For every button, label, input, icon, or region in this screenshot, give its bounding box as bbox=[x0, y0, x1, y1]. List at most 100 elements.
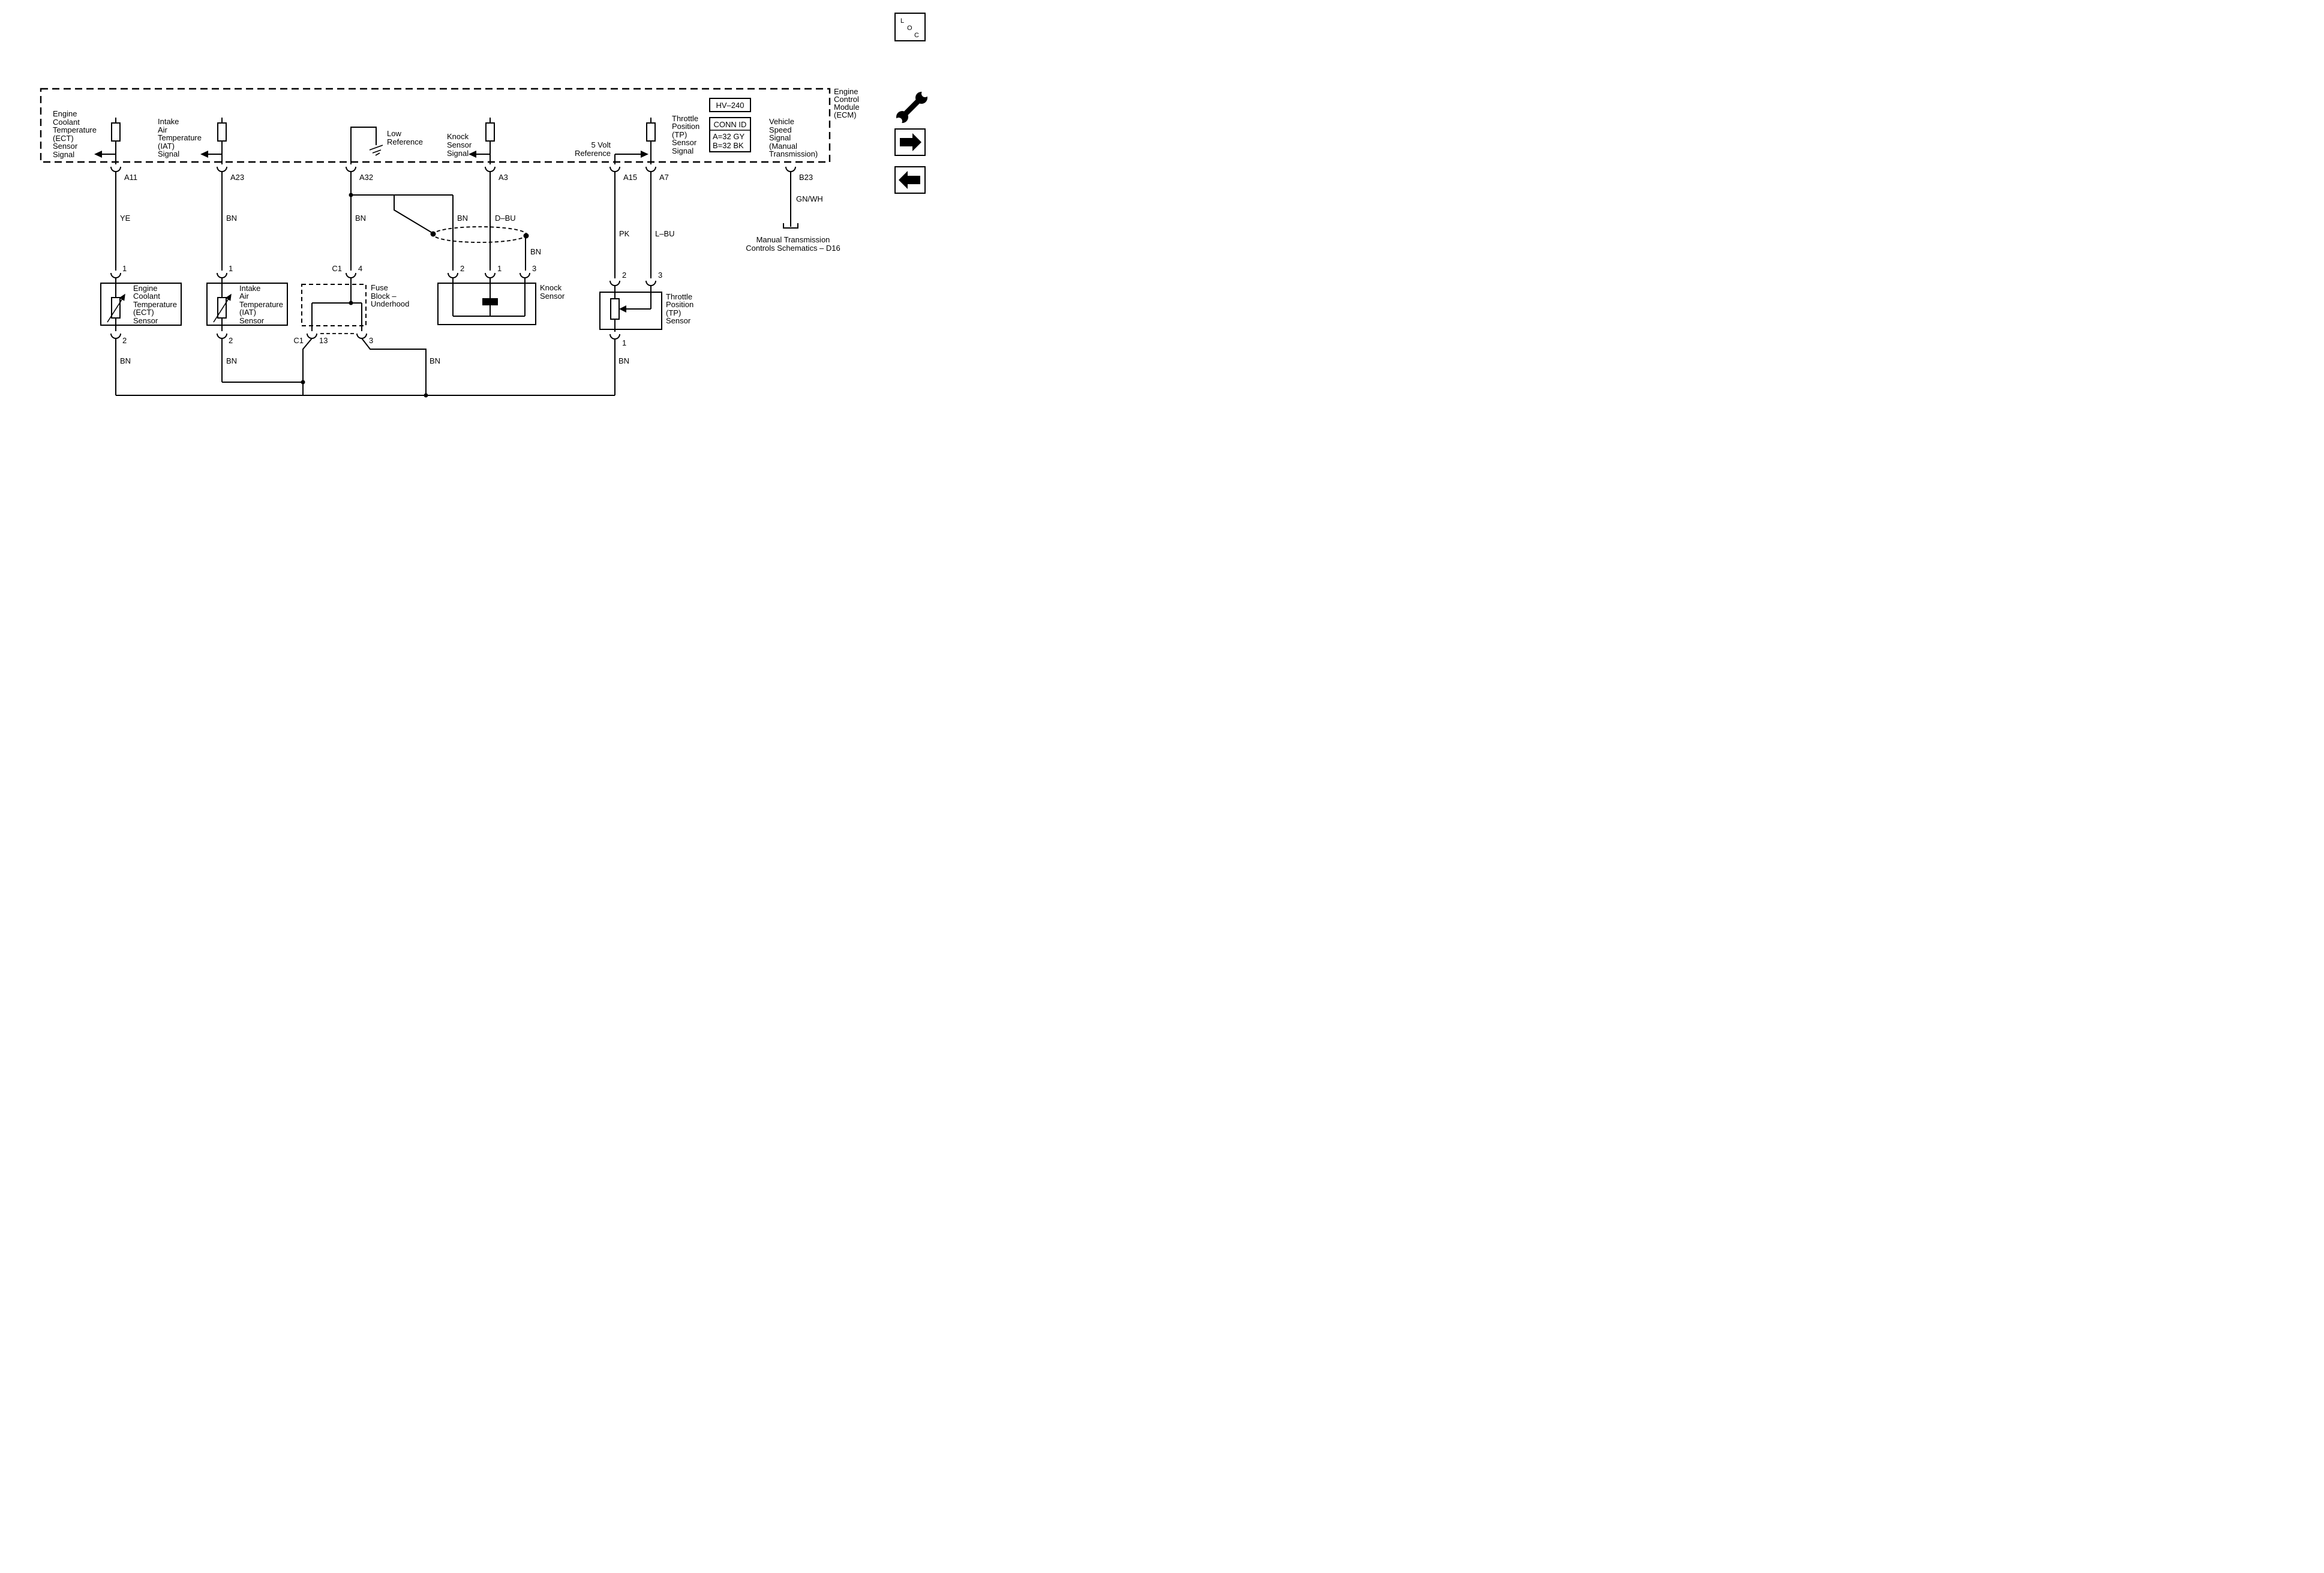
pin-label: 1 bbox=[229, 264, 233, 273]
wire-color-label: BN bbox=[430, 356, 440, 365]
signal-arrow-icon bbox=[200, 151, 208, 158]
label-line: Signal bbox=[769, 133, 791, 142]
wire-color-label: D–BU bbox=[495, 214, 516, 223]
ecm-name-line: Control bbox=[834, 95, 859, 104]
offpage-label-line: Manual Transmission bbox=[756, 235, 830, 244]
wire-color-label: BN bbox=[457, 214, 468, 223]
label-line: Signal bbox=[447, 149, 469, 158]
connector-icon bbox=[356, 333, 367, 339]
ecm-name-line: Engine bbox=[834, 87, 858, 96]
label-line: (TP) bbox=[672, 130, 687, 139]
tp-signal-label: Throttle Position (TP) Sensor Signal bbox=[672, 114, 699, 155]
pin-label-a3: A3 bbox=[499, 173, 508, 182]
previous-page-button[interactable] bbox=[894, 166, 926, 194]
splice-dot bbox=[301, 380, 305, 385]
label-line: Reference bbox=[575, 149, 611, 158]
label-line: Signal bbox=[158, 149, 179, 158]
knock-sensor-box bbox=[437, 283, 536, 325]
label-line: Engine bbox=[53, 109, 77, 118]
label-line: Sensor bbox=[239, 316, 265, 325]
splice-dot bbox=[523, 233, 529, 239]
ecm-connectors: A11 A23 A32 A3 A15 A7 B23 bbox=[110, 166, 813, 182]
low-reference-label: Low Reference bbox=[387, 129, 423, 146]
pin-label: 1 bbox=[497, 264, 502, 273]
fuse-block-underhood: C1 4 Fuse Block – Underhood C1 13 3 BN bbox=[293, 264, 440, 365]
label-line: Intake bbox=[158, 117, 179, 126]
pin-label: 3 bbox=[658, 271, 662, 280]
wiring-diagram: Engine Control Module (ECM) HV–240 CONN … bbox=[40, 13, 929, 398]
label-line: Sensor bbox=[447, 140, 472, 149]
label-line: (ECT) bbox=[133, 308, 154, 317]
label-line: Position bbox=[666, 300, 693, 309]
label-line: Air bbox=[158, 125, 168, 134]
fuse-pin13-wire bbox=[302, 338, 313, 395]
pin-label: 2 bbox=[622, 271, 626, 280]
resistor-symbol bbox=[217, 122, 227, 142]
left-arrow-icon bbox=[899, 171, 920, 189]
low-reference-bus bbox=[115, 338, 615, 398]
label-line: Coolant bbox=[133, 292, 160, 301]
label-line: Block – bbox=[371, 292, 397, 301]
splice-dot bbox=[430, 231, 436, 237]
label-line: Sensor bbox=[540, 292, 565, 301]
iat-signal-label: Intake Air Temperature (IAT) Signal bbox=[158, 117, 202, 158]
pin-label: 13 bbox=[319, 336, 328, 345]
wire-color-label: PK bbox=[619, 229, 630, 238]
wrench-icon[interactable] bbox=[895, 90, 929, 125]
thermistor-symbol bbox=[217, 297, 227, 319]
wiper-arrow-icon bbox=[619, 305, 626, 313]
wire-color-label: BN bbox=[226, 214, 237, 223]
pin-label-b23: B23 bbox=[799, 173, 813, 182]
connector-icon bbox=[609, 334, 620, 340]
knock-low-ref-branch-wire bbox=[351, 194, 454, 271]
wire-color-label: YE bbox=[120, 214, 131, 223]
iat-sensor-box bbox=[206, 283, 288, 326]
toolbar: L O C bbox=[894, 13, 929, 194]
tp-sensor: 2 3 Throttle Position (TP) Sensor 1 BN bbox=[599, 271, 693, 365]
label-line: Sensor bbox=[666, 316, 691, 325]
connector-icon bbox=[110, 166, 121, 172]
label-line: Fuse bbox=[371, 283, 388, 292]
knock-element-symbol bbox=[482, 298, 498, 305]
label-line: Air bbox=[239, 292, 250, 301]
shield-drain-wire bbox=[394, 195, 434, 234]
ground-icon bbox=[369, 145, 383, 156]
pin-label: 2 bbox=[122, 336, 127, 345]
wire-color-label: BN bbox=[355, 214, 366, 223]
knock-signal-label: Knock Sensor Signal bbox=[447, 132, 472, 158]
resistor-symbol bbox=[111, 122, 121, 142]
five-volt-label: 5 Volt Reference bbox=[575, 140, 611, 158]
conn-id-header: CONN ID bbox=[714, 120, 747, 129]
label-line: Coolant bbox=[53, 118, 80, 127]
connector-icon bbox=[485, 166, 496, 172]
pin-label: 4 bbox=[358, 264, 362, 273]
connector-icon bbox=[110, 272, 121, 278]
connector-icon bbox=[307, 333, 317, 339]
label-line: Intake bbox=[239, 284, 260, 293]
label-line: 5 Volt bbox=[591, 140, 611, 149]
label-line: Knock bbox=[447, 132, 469, 141]
label-line: (TP) bbox=[666, 308, 681, 317]
loc-button[interactable]: L O C bbox=[894, 13, 926, 41]
connector-icon bbox=[110, 333, 121, 339]
ect-sensor: 1 Engine Coolant Temperature (ECT) Senso… bbox=[100, 264, 182, 365]
thermistor-arrow-icon bbox=[225, 293, 232, 301]
label-line: Temperature bbox=[158, 133, 202, 142]
pin-label: 1 bbox=[622, 338, 626, 347]
pin-label: 2 bbox=[460, 264, 464, 273]
conn-id-row-a: A=32 GY bbox=[713, 132, 744, 141]
pin-label-a15: A15 bbox=[623, 173, 637, 182]
ect-sensor-box bbox=[100, 283, 182, 326]
signal-arrow-icon bbox=[94, 151, 102, 158]
label-line: Temperature bbox=[239, 300, 283, 309]
right-arrow-icon bbox=[900, 133, 921, 151]
connector-icon bbox=[217, 166, 227, 172]
label-line: Knock bbox=[540, 283, 562, 292]
next-page-button[interactable] bbox=[894, 128, 926, 156]
label-line: (Manual bbox=[769, 142, 797, 151]
label-line: Signal bbox=[672, 146, 693, 155]
label-line: Reference bbox=[387, 137, 423, 146]
label-line: Vehicle bbox=[769, 117, 794, 126]
thermistor-arrow-icon bbox=[119, 293, 125, 301]
connector-icon bbox=[217, 272, 227, 278]
